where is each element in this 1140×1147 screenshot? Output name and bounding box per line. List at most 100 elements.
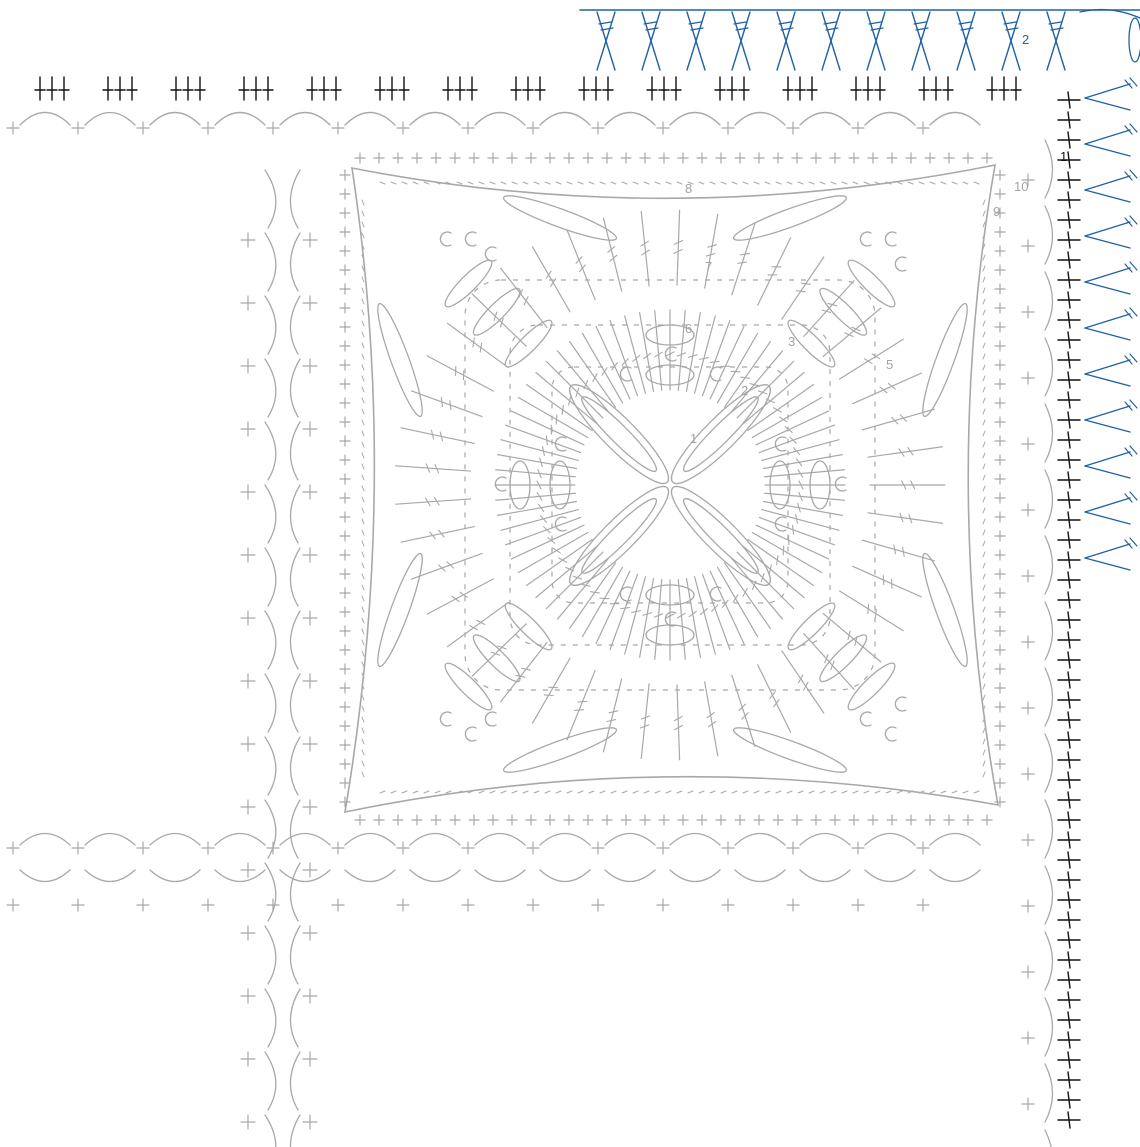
inner-tick	[983, 277, 985, 282]
radial-stitch	[710, 326, 744, 399]
inner-tick	[362, 420, 364, 425]
inner-tick	[983, 519, 985, 524]
tr-bar	[1125, 402, 1132, 410]
inner-tick	[776, 791, 781, 793]
stitch-bar	[573, 576, 581, 579]
inner-tick	[424, 182, 429, 184]
chain-arc	[800, 113, 850, 126]
inner-tick	[362, 607, 364, 612]
chain-arc	[85, 870, 135, 882]
picot-hook	[860, 232, 871, 246]
chain-arc	[930, 834, 980, 846]
inner-tick	[983, 651, 985, 656]
inner-tick	[820, 791, 825, 793]
tr-bar	[1125, 80, 1132, 88]
inner-tick	[545, 791, 550, 793]
inner-tick	[362, 750, 364, 755]
picot-hook	[895, 257, 906, 271]
chain-arc	[540, 834, 590, 846]
tr-post	[1085, 222, 1130, 236]
inner-tick	[362, 717, 364, 722]
chain-arc	[215, 834, 265, 846]
tr-bar	[1125, 264, 1132, 272]
sc-stroke	[1068, 132, 1070, 148]
sc-stroke	[1068, 612, 1070, 628]
swoop-leaf	[916, 551, 974, 670]
diagonal-leaf	[440, 255, 497, 312]
stitch-bar	[548, 538, 555, 544]
stitch-bar	[447, 562, 453, 568]
chain-arc	[800, 834, 850, 846]
inner-tick	[578, 182, 583, 184]
radial-stitch-outer	[677, 210, 680, 285]
inner-tick	[983, 739, 985, 744]
chain-arc	[290, 926, 300, 984]
stitch-bar	[576, 257, 582, 264]
chain-arc	[290, 170, 300, 228]
inner-tick	[983, 343, 985, 348]
sc-stroke	[1068, 752, 1070, 768]
sc-stroke	[1068, 292, 1070, 308]
inner-tick	[983, 288, 985, 293]
radial-stitch-outer	[427, 579, 493, 614]
inner-tick	[983, 211, 985, 216]
sc-stroke	[1068, 352, 1070, 368]
inner-tick	[556, 182, 561, 184]
stitch-bar	[770, 692, 775, 699]
tr-post	[1085, 176, 1130, 190]
radial-stitch	[610, 321, 637, 396]
corner-loop	[1129, 18, 1140, 62]
sc-stroke	[1068, 832, 1070, 848]
sc-stroke	[1068, 872, 1070, 888]
tr-bar	[1130, 78, 1137, 86]
radial-stitch-outer	[567, 230, 595, 300]
inner-tick	[983, 431, 985, 436]
tr-post	[1085, 360, 1130, 374]
stitch-bar	[738, 262, 747, 263]
tr-post	[1085, 420, 1130, 432]
sc-stroke	[1068, 332, 1070, 348]
radial-stitch	[655, 580, 662, 660]
sc-stroke	[1068, 552, 1070, 568]
picot-hook	[495, 477, 506, 491]
inner-tick	[362, 541, 364, 546]
inner-tick	[765, 182, 770, 184]
radial-stitch	[596, 571, 630, 644]
chain-arc	[265, 296, 276, 354]
inner-tick	[983, 200, 985, 205]
chain-arc	[605, 870, 655, 882]
chain-arc	[1045, 1130, 1053, 1147]
radial-stitch-outer	[758, 238, 791, 305]
sc-stroke	[1068, 632, 1070, 648]
chain-arc	[1045, 866, 1053, 924]
chain-arc	[290, 296, 300, 354]
inner-tick	[362, 486, 364, 491]
chain-arc	[290, 863, 300, 921]
chain-arc	[265, 422, 276, 480]
sc-stroke	[1068, 212, 1070, 228]
inner-tick	[983, 442, 985, 447]
inner-tick	[666, 182, 671, 184]
chain-arc	[85, 834, 135, 846]
inner-tick	[362, 695, 364, 700]
radial-stitch	[496, 470, 576, 477]
radial-stitch	[765, 493, 845, 500]
chain-arc	[265, 926, 276, 984]
radial-stitch-outer	[448, 323, 509, 367]
inner-tick	[402, 182, 407, 184]
inner-tick	[362, 365, 364, 370]
inner-tick	[699, 182, 704, 184]
inner-tick	[983, 398, 985, 403]
sc-stroke	[1068, 192, 1070, 208]
chain-arc	[265, 1052, 276, 1110]
inner-tick	[622, 791, 627, 793]
radial-stitch-outer	[758, 665, 791, 732]
border-black	[35, 77, 1080, 1128]
radial-stitch-outer	[427, 356, 493, 391]
chain-arc	[290, 1052, 300, 1110]
inner-tick	[402, 791, 407, 793]
radial-stitch	[702, 574, 729, 649]
sc-stroke	[1068, 592, 1070, 608]
chain-arc	[410, 834, 460, 846]
inner-tick	[983, 299, 985, 304]
